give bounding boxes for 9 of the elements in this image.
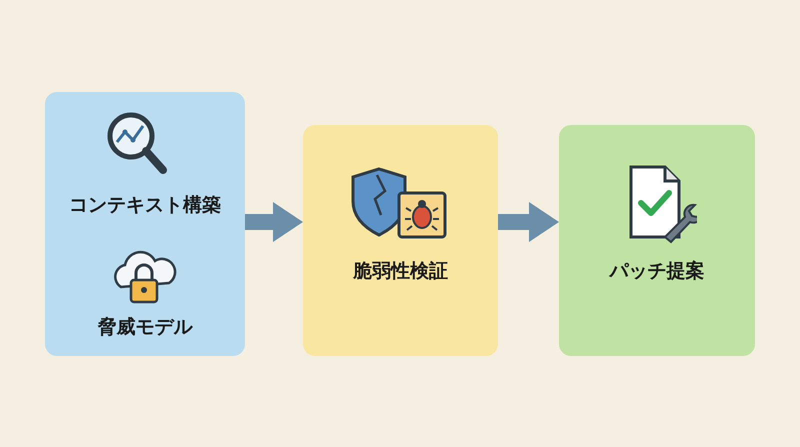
arrow <box>245 202 303 242</box>
step-label: 脆弱性検証 <box>353 259 448 284</box>
step-label: 脅威モデル <box>98 315 192 340</box>
step-label: パッチ提案 <box>610 259 704 284</box>
step-panel <box>303 125 498 356</box>
step-panel <box>45 92 245 356</box>
step-panel <box>559 125 755 356</box>
arrow <box>498 202 559 242</box>
step-label: コンテキスト構築 <box>69 193 221 218</box>
